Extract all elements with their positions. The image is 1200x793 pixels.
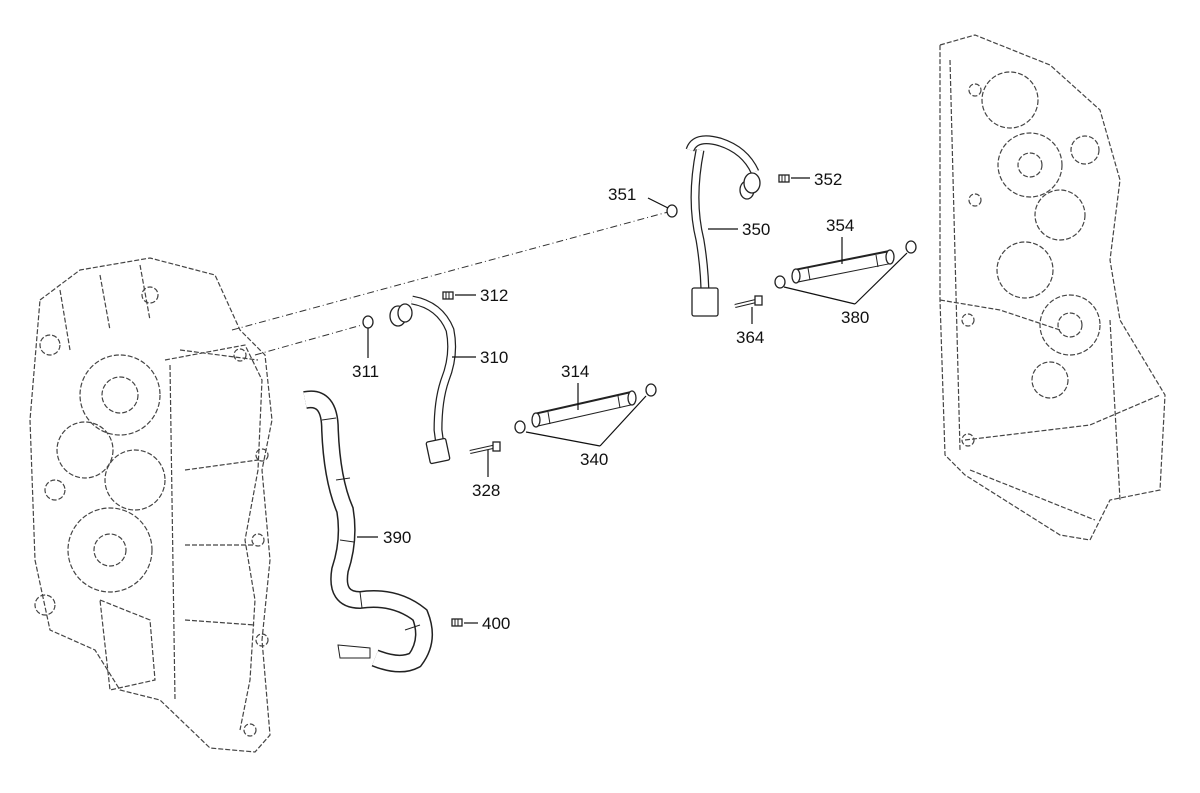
- callout-340: 340: [580, 450, 608, 469]
- screw-400: [451, 618, 463, 627]
- screw-352: [778, 174, 790, 183]
- hose-390: [303, 390, 433, 673]
- tube-314: [531, 390, 637, 428]
- right-housing: [939, 34, 1166, 541]
- o-ring-380-a: [774, 275, 786, 289]
- bolt-328: [469, 441, 501, 454]
- callout-350: 350: [742, 220, 770, 239]
- o-ring-380-b: [905, 240, 917, 254]
- callout-310: 310: [480, 348, 508, 367]
- callout-364: 364: [736, 328, 764, 347]
- o-ring-351: [666, 204, 678, 218]
- callout-400: 400: [482, 614, 510, 633]
- o-ring-340-a: [514, 420, 526, 434]
- pipe-350: [685, 135, 761, 317]
- assembly-lines: [231, 211, 669, 356]
- o-ring-340-b: [645, 383, 657, 397]
- callout-314: 314: [561, 362, 589, 381]
- pipe-310: [389, 295, 457, 465]
- o-ring-311: [362, 315, 374, 329]
- tube-354: [791, 249, 895, 284]
- leader-lines: [357, 177, 908, 624]
- callout-328: 328: [472, 481, 500, 500]
- bolt-364: [734, 295, 763, 308]
- callout-351: 351: [608, 185, 636, 204]
- callout-380: 380: [841, 308, 869, 327]
- left-housing: [29, 257, 273, 753]
- callout-labels: 311 312 310 314 340 328 390 400 351 352 …: [352, 170, 869, 633]
- callout-312: 312: [480, 286, 508, 305]
- callout-311: 311: [352, 362, 379, 381]
- callout-390: 390: [383, 528, 411, 547]
- callout-354: 354: [826, 216, 854, 235]
- screw-312: [442, 291, 454, 300]
- callout-352: 352: [814, 170, 842, 189]
